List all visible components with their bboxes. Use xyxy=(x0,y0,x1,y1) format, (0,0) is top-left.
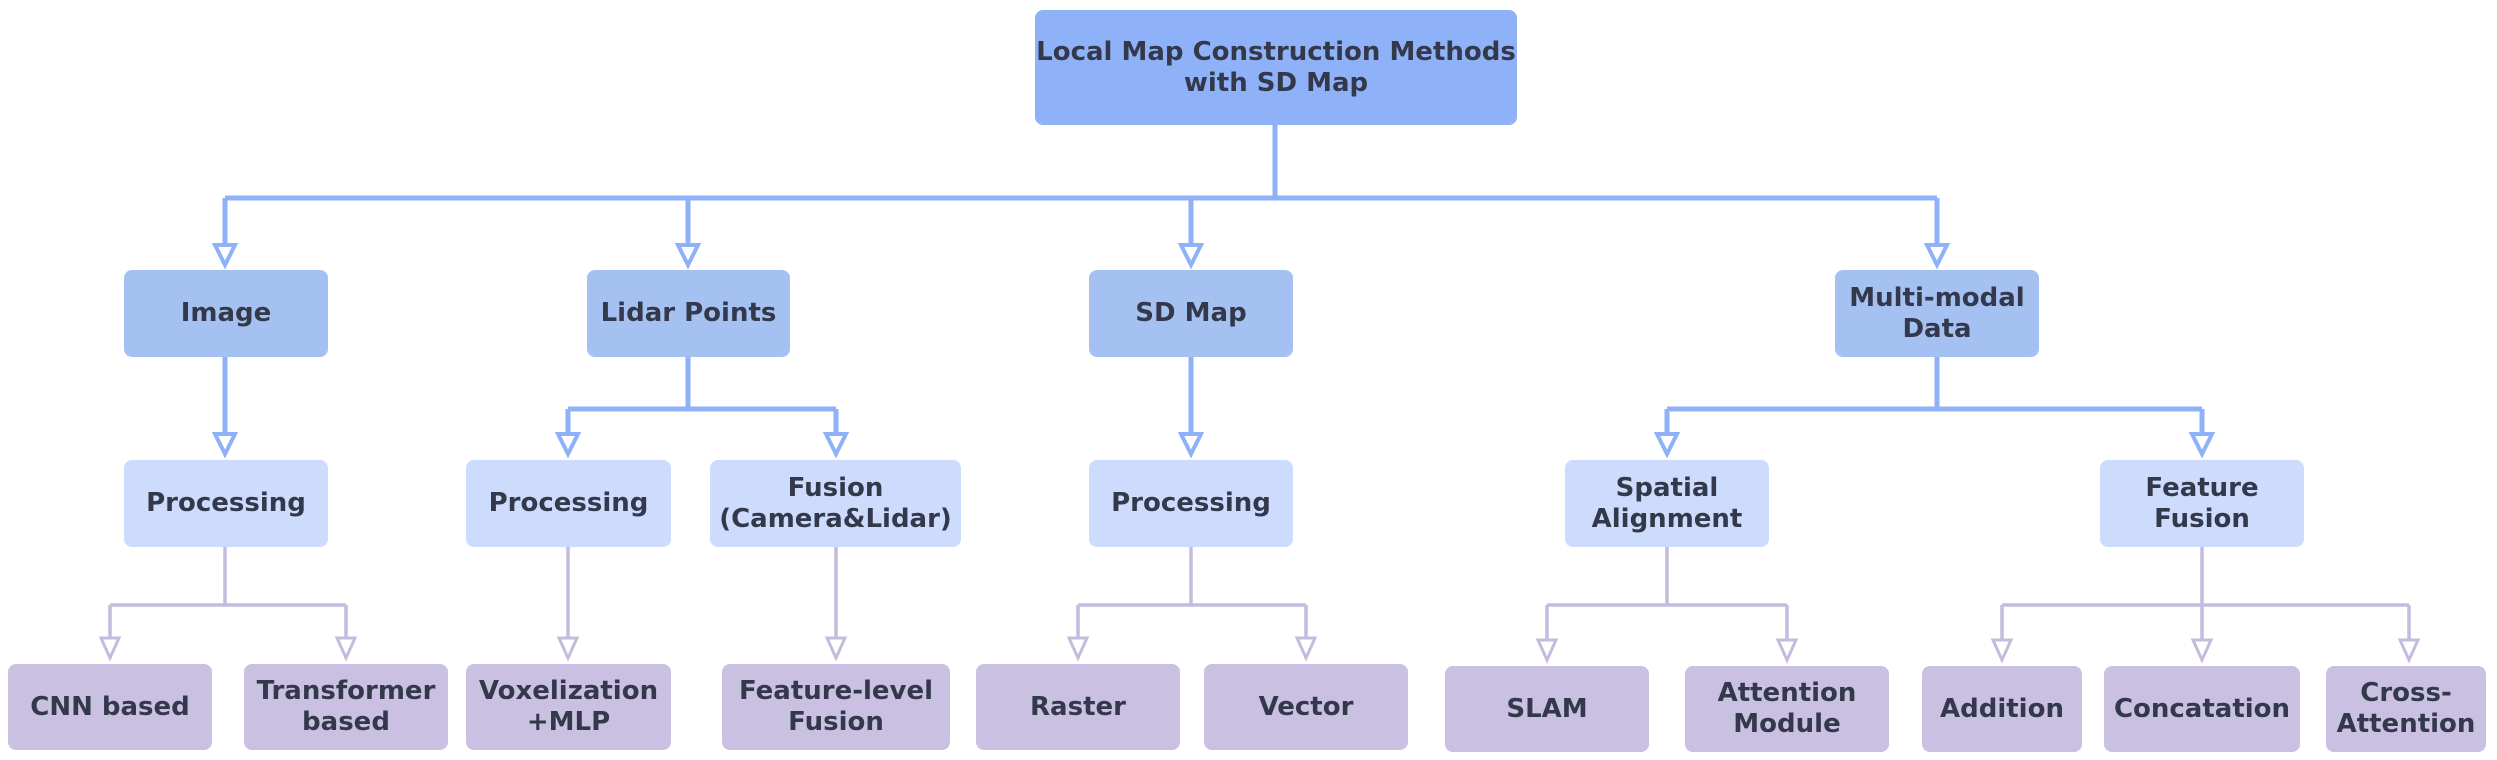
concatation-node: Concatation xyxy=(2104,666,2300,752)
transformer-based-node: Transformer based xyxy=(244,664,448,750)
raster-node: Raster xyxy=(976,664,1180,750)
cross-attention-node: Cross- Attention xyxy=(2326,666,2486,752)
slam-node: SLAM xyxy=(1445,666,1649,752)
spatial-alignment-node: Spatial Alignment xyxy=(1565,460,1769,547)
arrowhead xyxy=(1653,432,1681,459)
arrowhead xyxy=(2188,432,2216,459)
arrowhead xyxy=(1535,638,1559,664)
arrowhead xyxy=(1775,638,1799,664)
arrowhead xyxy=(554,432,582,459)
arrowhead xyxy=(2190,638,2214,664)
root-node: Local Map Construction Methods with SD M… xyxy=(1035,10,1517,125)
arrowhead xyxy=(824,636,848,662)
arrowhead xyxy=(1294,636,1318,662)
attention-module-node: Attention Module xyxy=(1685,666,1889,752)
sd-processing-node: Processing xyxy=(1089,460,1293,547)
multi-modal-data-node: Multi-modal Data xyxy=(1835,270,2039,357)
arrowhead xyxy=(211,432,239,459)
cnn-based-node: CNN based xyxy=(8,664,212,750)
feature-level-fusion-node: Feature-level Fusion xyxy=(722,664,950,750)
arrowhead xyxy=(1923,243,1951,270)
arrowhead xyxy=(674,243,702,270)
lidar-points-node: Lidar Points xyxy=(587,270,790,357)
arrowhead xyxy=(334,636,358,662)
addition-node: Addition xyxy=(1922,666,2082,752)
camera-lidar-fusion-node: Fusion (Camera&Lidar) xyxy=(710,460,961,547)
arrowhead xyxy=(211,243,239,270)
image-processing-node: Processing xyxy=(124,460,328,547)
arrowhead xyxy=(98,636,122,662)
image-node: Image xyxy=(124,270,328,357)
arrowhead xyxy=(1177,243,1205,270)
vector-node: Vector xyxy=(1204,664,1408,750)
arrowhead xyxy=(822,432,850,459)
voxelization-mlp-node: Voxelization +MLP xyxy=(466,664,671,750)
lidar-processing-node: Processing xyxy=(466,460,671,547)
arrowhead xyxy=(1066,636,1090,662)
arrowhead xyxy=(556,636,580,662)
arrowhead xyxy=(1177,432,1205,459)
arrowhead xyxy=(1990,638,2014,664)
sd-map-node: SD Map xyxy=(1089,270,1293,357)
arrowhead xyxy=(2397,638,2421,664)
feature-fusion-node: Feature Fusion xyxy=(2100,460,2304,547)
